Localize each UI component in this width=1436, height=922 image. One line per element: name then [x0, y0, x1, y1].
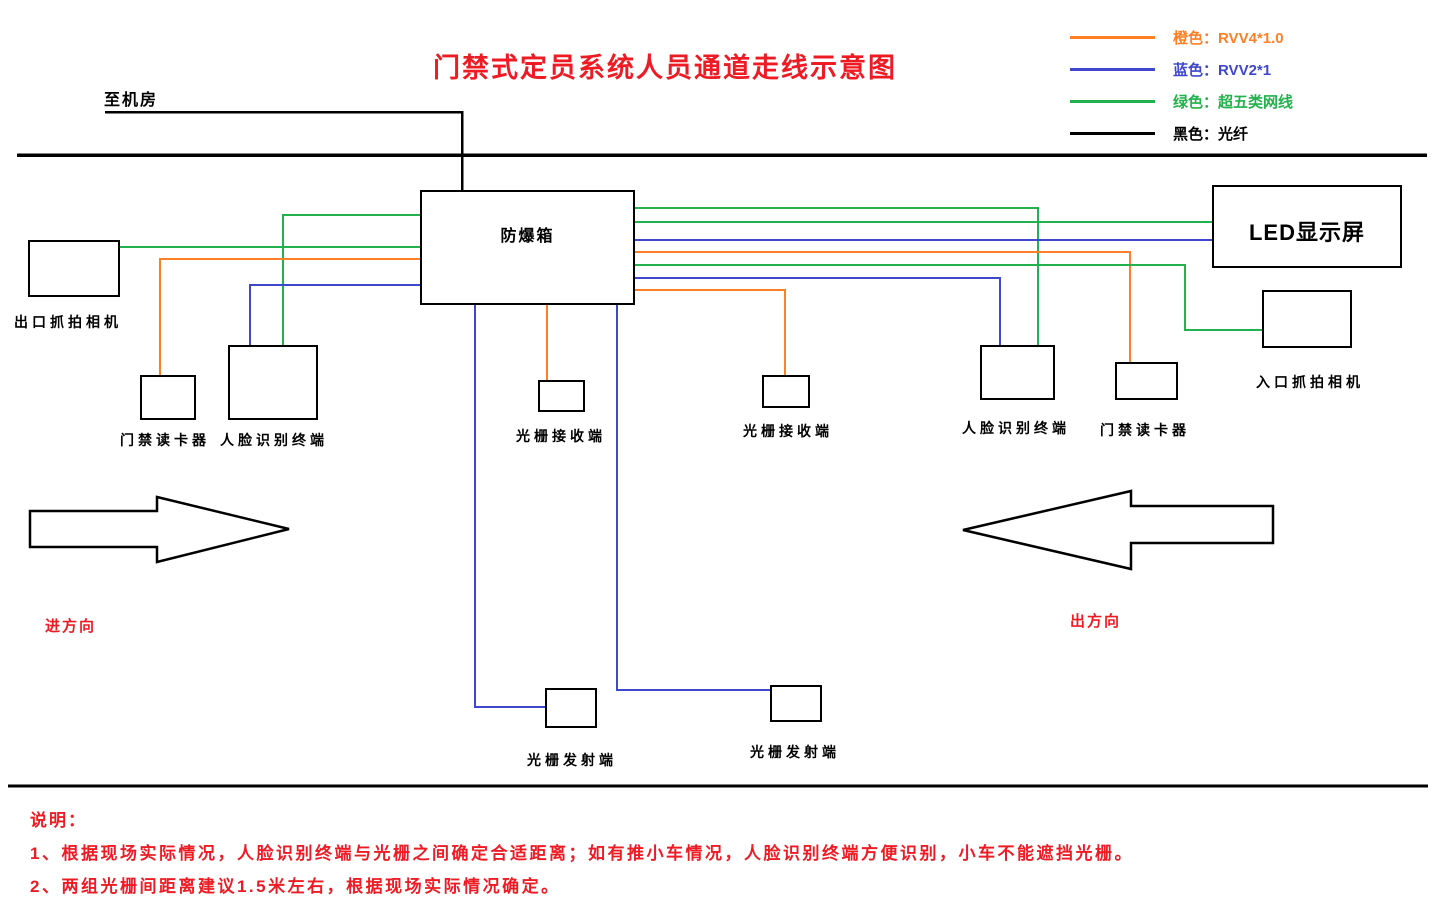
- legend-orange: 橙色：RVV4*1.0: [1070, 28, 1293, 47]
- notes-heading: 说明：: [30, 811, 87, 830]
- legend-black: 黑色：光纤: [1070, 124, 1293, 143]
- node-label-face-recognition-terminal-left: 人脸识别终端: [220, 432, 328, 448]
- legend-orange-line-swatch: [1070, 35, 1155, 39]
- legend-green-label: 绿色：超五类网线: [1173, 93, 1294, 111]
- legend-blue-label: 蓝色：RVV2*1: [1173, 61, 1272, 79]
- diagram-title: 门禁式定员系统人员通道走线示意图: [433, 53, 897, 83]
- wire-fiber-to-machine-room: [105, 110, 464, 192]
- legend-blue-line-swatch: [1070, 67, 1155, 71]
- node-grating-receiver-1: [538, 380, 585, 412]
- node-label-entrance-capture-camera: 入口抓拍相机: [1256, 374, 1364, 390]
- legend: 橙色：RVV4*1.0 蓝色：RVV2*1 绿色：超五类网线黑色：光纤: [1070, 28, 1294, 143]
- node-exit-capture-camera: [28, 240, 120, 297]
- note-line: 2、两组光栅间距离建议1.5米左右，根据现场实际情况确定。: [30, 877, 561, 896]
- wire-green-to-face-terminal-right: [634, 206, 1040, 348]
- node-label-face-recognition-terminal-right: 人脸识别终端: [962, 420, 1070, 436]
- node-label-grating-receiver-2: 光栅接收端: [743, 423, 833, 439]
- legend-blue: 蓝色：RVV2*1: [1070, 60, 1293, 79]
- legend-black-line-swatch: [1070, 131, 1155, 135]
- node-label-access-card-reader-left: 门禁读卡器: [120, 432, 210, 448]
- enter-direction-arrow: [28, 495, 290, 564]
- legend-orange-label: 橙色：RVV4*1.0: [1173, 29, 1284, 47]
- node-grating-transmitter-2: [770, 685, 822, 722]
- node-label-grating-receiver-1: 光栅接收端: [516, 428, 606, 444]
- node-grating-receiver-2: [762, 375, 810, 408]
- node-explosion-proof-box: 防爆箱: [420, 190, 635, 305]
- exit-direction-label: 出方向: [1070, 613, 1122, 630]
- node-access-card-reader-left: [140, 375, 196, 420]
- legend-green: 绿色：超五类网线: [1070, 92, 1294, 111]
- node-label-led-display: LED显示屏: [1248, 220, 1365, 245]
- legend-black-label: 黑色：光纤: [1173, 125, 1249, 143]
- to-machine-room-label: 至机房: [104, 92, 159, 109]
- notes-lines: 1、根据现场实际情况，人脸识别终端与光栅之间确定合适距离；如有推小车情况，人脸识…: [30, 839, 1134, 897]
- node-face-recognition-terminal-left: [228, 345, 318, 420]
- node-led-display: LED显示屏: [1212, 185, 1402, 268]
- node-access-card-reader-right: [1115, 362, 1178, 400]
- node-entrance-capture-camera: [1262, 290, 1352, 348]
- wire-orange-to-reader-left: [158, 257, 421, 378]
- node-grating-transmitter-1: [545, 688, 597, 728]
- node-label-exit-capture-camera: 出口抓拍相机: [14, 314, 122, 330]
- node-face-recognition-terminal-right: [980, 345, 1055, 400]
- wire-green-to-entrance-camera: [634, 263, 1264, 332]
- enter-direction-label: 进方向: [45, 618, 97, 635]
- notes-section: 说明： 1、根据现场实际情况，人脸识别终端与光栅之间确定合适距离；如有推小车情况…: [30, 806, 1134, 897]
- wire-blue-to-face-terminal-left: [248, 283, 421, 348]
- wire-orange-to-receiver-2: [634, 288, 787, 378]
- wire-blue-to-transmitter-2: [615, 304, 773, 692]
- wire-green-to-face-terminal-left: [281, 213, 421, 348]
- node-label-access-card-reader-right: 门禁读卡器: [1100, 422, 1190, 438]
- legend-green-line-swatch: [1070, 99, 1155, 103]
- wire-orange-to-reader-right: [634, 250, 1132, 365]
- note-line: 1、根据现场实际情况，人脸识别终端与光栅之间确定合适距离；如有推小车情况，人脸识…: [30, 844, 1134, 863]
- wire-blue-to-face-terminal-right: [634, 276, 1002, 348]
- node-label-grating-transmitter-1: 光栅发射端: [527, 752, 617, 768]
- wire-blue-to-transmitter-1: [473, 304, 548, 709]
- node-label-explosion-proof-box: 防爆箱: [500, 228, 555, 245]
- exit-direction-arrow: [962, 489, 1275, 571]
- node-label-grating-transmitter-2: 光栅发射端: [750, 744, 840, 760]
